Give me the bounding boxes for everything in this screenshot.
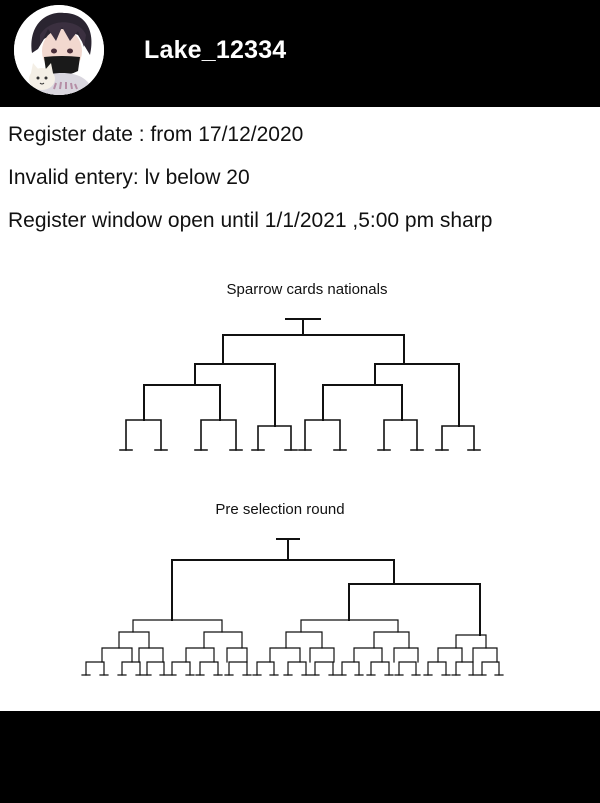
avatar-icon	[14, 5, 104, 95]
register-window-line: Register window open until 1/1/2021 ,5:0…	[8, 209, 493, 232]
bracket-semifinal-right	[348, 583, 481, 636]
registration-info: Register date : from 17/12/2020 Invalid …	[8, 113, 593, 242]
bracket-quarterfinal-1	[143, 384, 221, 421]
bracket-early-rounds	[81, 619, 504, 676]
invalid-entry-line: Invalid entery: lv below 20	[8, 166, 250, 189]
profile-header: Lake_12334	[0, 0, 600, 107]
avatar[interactable]	[14, 5, 104, 95]
bracket-final	[171, 559, 395, 621]
nationals-bracket-diagram	[119, 318, 481, 451]
bracket-semifinal-left	[194, 363, 276, 427]
register-date-line: Register date : from 17/12/2020	[8, 123, 304, 146]
username[interactable]: Lake_12334	[144, 36, 287, 64]
bracket-first-round	[119, 419, 481, 451]
bracket-semifinal-right	[374, 363, 460, 427]
nationals-bracket-title: Sparrow cards nationals	[226, 281, 388, 298]
bracket-final	[222, 334, 405, 365]
pre-selection-bracket-diagram	[81, 538, 504, 676]
footer-bar	[0, 711, 600, 803]
pre-selection-bracket-title: Pre selection round	[215, 501, 345, 518]
bracket-quarterfinal-2	[322, 384, 403, 421]
